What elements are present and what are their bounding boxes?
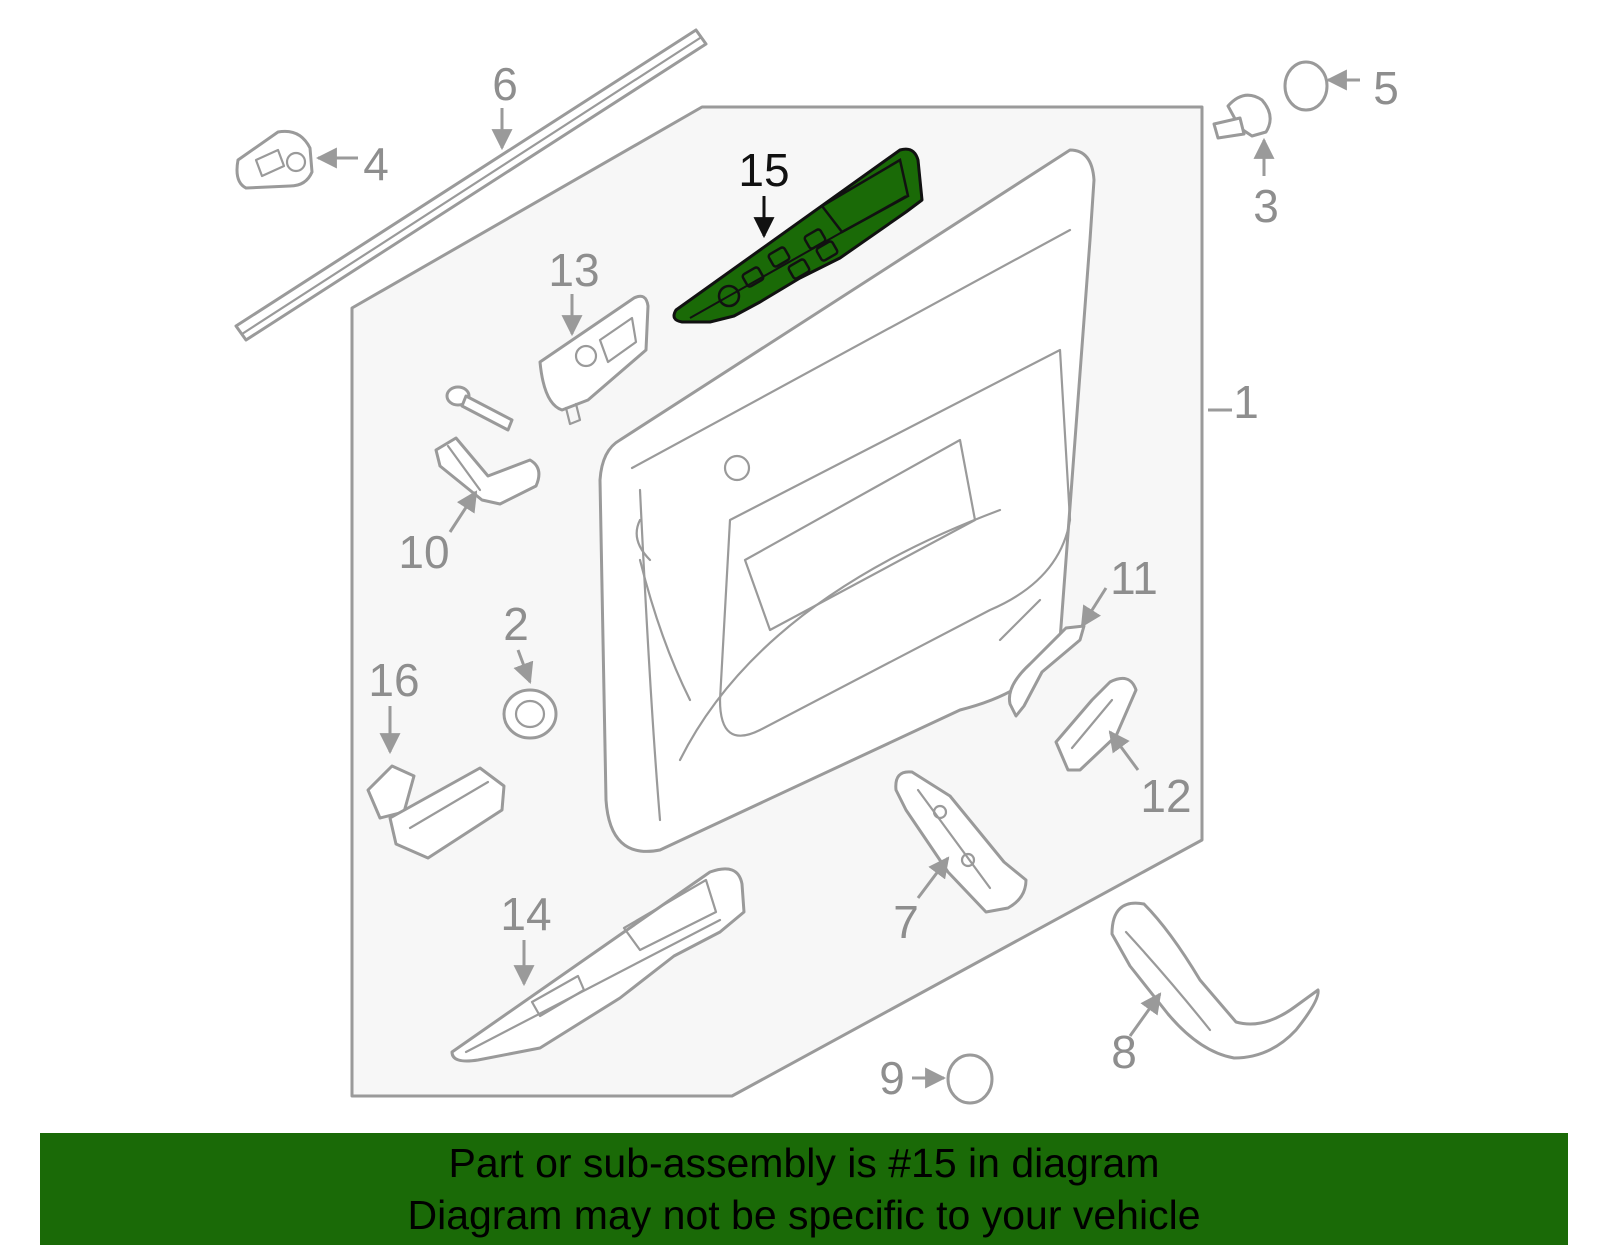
banner-line-disclaimer: Diagram may not be specific to your vehi… (407, 1192, 1201, 1238)
bracket-part-11[interactable] (1007, 624, 1086, 718)
clip-part-3[interactable] (1212, 93, 1272, 140)
callout-9: 9 (879, 1052, 905, 1104)
callout-15: 15 (738, 144, 789, 196)
callout-14: 14 (500, 888, 551, 940)
callout-12: 12 (1140, 770, 1191, 822)
callout-3: 3 (1253, 180, 1279, 232)
inner-handle-bracket[interactable] (538, 294, 650, 426)
bracket-part-10[interactable] (434, 436, 541, 506)
info-banner: Part or sub-assembly is #15 in diagram D… (40, 1133, 1568, 1245)
callout-5: 5 (1373, 62, 1399, 114)
callout-8: 8 (1111, 1026, 1137, 1078)
weatherstrip[interactable] (234, 28, 708, 342)
callout-13: 13 (548, 244, 599, 296)
handle-part-12[interactable] (1054, 676, 1138, 772)
bracket-part-4[interactable] (235, 129, 314, 190)
callout-4: 4 (363, 138, 389, 190)
screw[interactable] (445, 385, 514, 432)
cap-part-9[interactable] (946, 1053, 994, 1105)
callout-7: 7 (893, 896, 919, 948)
leader-arrows (315, 69, 1360, 1089)
callout-11: 11 (1110, 552, 1158, 604)
banner-line-part-number: Part or sub-assembly is #15 in diagram (448, 1140, 1160, 1186)
window-switch-bezel-highlighted[interactable] (672, 147, 924, 324)
plug-part-5[interactable] (1283, 60, 1329, 112)
callout-2: 2 (503, 598, 529, 650)
armrest-bracket[interactable] (894, 770, 1028, 914)
switch-panel-part-14[interactable] (450, 867, 746, 1063)
trim-strip-part-8[interactable] (1110, 901, 1320, 1060)
switch-part-16[interactable] (366, 764, 506, 860)
callout-1: 1 (1233, 376, 1259, 428)
callout-6: 6 (492, 58, 518, 110)
door-trim-panel[interactable] (598, 148, 1096, 853)
callout-10: 10 (398, 526, 449, 578)
callout-16: 16 (368, 654, 419, 706)
grommet-part-2[interactable] (502, 688, 558, 740)
